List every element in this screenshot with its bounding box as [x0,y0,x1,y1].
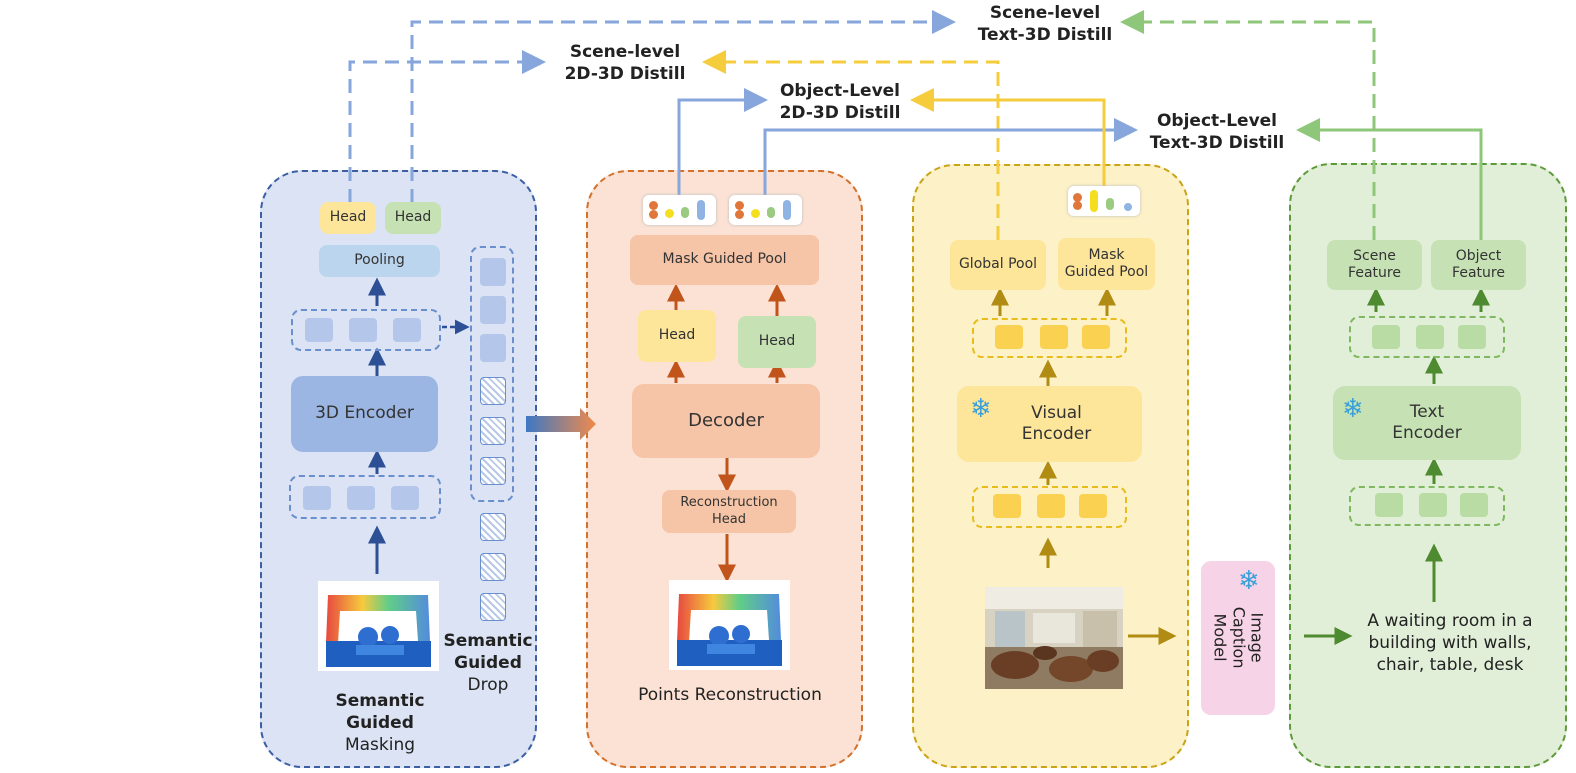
frozen-snowflake-icon: ❄ [970,394,992,424]
head-box-green: Head [385,202,441,234]
label-scene-2d-distill: Scene-level 2D-3D Distill [564,42,686,85]
token [480,334,506,362]
visual-encoder-box: Visual Encoder [957,386,1142,462]
token [480,296,506,324]
decoder-box: Decoder [632,384,820,458]
visual-feature-chip [1068,186,1140,216]
object-feature-box: Object Feature [1431,240,1526,290]
label-object-text-distill: Object-Level Text-3D Distill [1149,111,1285,154]
masking-caption-normal: Masking [344,735,416,756]
masked-token [480,553,506,581]
token [1040,325,1068,349]
drop-caption: Semantic Guided Drop [442,630,534,696]
waiting-room-photo [985,587,1123,689]
generated-caption-text: A waiting room in a building with walls,… [1367,611,1533,676]
token [393,318,421,342]
pooling-box: Pooling [319,245,440,277]
image-caption-model-box: Image Caption Model [1201,561,1275,715]
reconstructed-point-cloud-image [669,580,790,670]
visual-mask-guided-pool-box: Mask Guided Pool [1058,238,1155,290]
drop-token-group [470,246,514,502]
token [1416,325,1444,349]
global-pool-box: Global Pool [950,240,1046,290]
token-group-top [291,309,441,351]
masking-caption: Semantic Guided Masking [300,690,460,756]
token [305,318,333,342]
3d-encoder-box: 3D Encoder [291,376,438,452]
token [1460,493,1488,517]
text-frozen-snowflake-icon: ❄ [1342,394,1364,424]
token [1372,325,1400,349]
masked-token [480,417,506,445]
image-caption-model-label: Image Caption Model [1210,607,1267,669]
token [1079,494,1107,518]
masked-token [480,457,506,485]
drop-caption-bold: Semantic Guided [443,631,533,674]
token [347,486,375,510]
feature-chip-left [643,195,716,225]
token-group-bottom [289,475,441,519]
visual-token-group-top [972,318,1127,358]
visual-token-group-bottom [972,486,1127,528]
label-scene-text-distill: Scene-level Text-3D Distill [977,3,1113,46]
token [1082,325,1110,349]
text-encoder-box: Text Encoder [1333,386,1521,460]
token [480,258,506,286]
masked-token [480,593,506,621]
reconstruction-head-box: Reconstruction Head [662,490,796,533]
token [1419,493,1447,517]
drop-caption-normal: Drop [467,675,509,696]
token [391,486,419,510]
text-token-group-top [1349,316,1505,358]
masked-token [480,513,506,541]
token [303,486,331,510]
token [993,494,1021,518]
token [349,318,377,342]
token [1037,494,1065,518]
text-token-group-bottom [1349,486,1505,526]
token [995,325,1023,349]
feature-chip-right [729,195,802,225]
scene-feature-box: Scene Feature [1327,240,1422,290]
label-object-2d-distill: Object-Level 2D-3D Distill [779,81,901,124]
decoder-head-left: Head [638,310,716,362]
caption-snowflake-icon: ❄ [1238,566,1260,596]
point-cloud-image [318,581,439,671]
mask-guided-pool-box: Mask Guided Pool [630,235,819,285]
token [1375,493,1403,517]
masked-token [480,377,506,405]
masking-caption-bold: Semantic Guided [335,691,425,734]
decoder-head-right: Head [738,316,816,368]
points-reconstruction-caption: Points Reconstruction [638,685,822,705]
head-box-yellow: Head [320,202,376,234]
token [1458,325,1486,349]
